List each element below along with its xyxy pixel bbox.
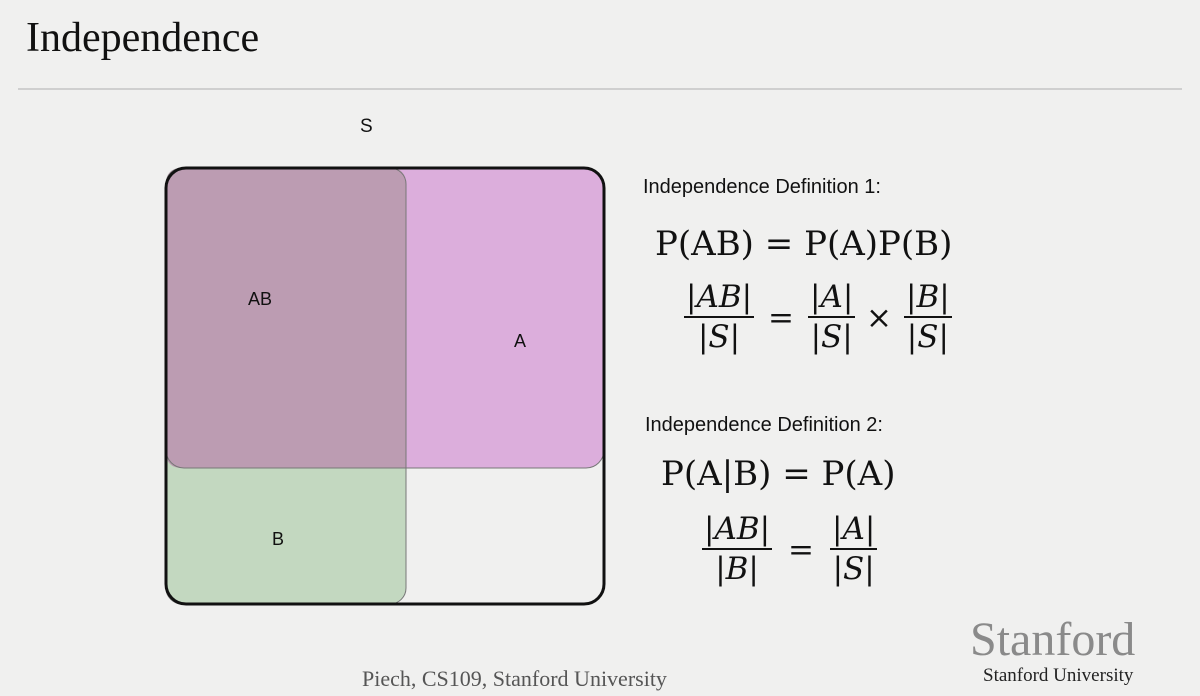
- definition-1-equation: P(AB) = P(A)P(B): [655, 224, 952, 264]
- definition-1-lhs: P(AB): [655, 224, 754, 264]
- fraction-numerator: |AB|: [686, 279, 753, 315]
- fraction-bar: [702, 548, 773, 550]
- definition-1-fraction-b-s: |B| |S|: [904, 278, 952, 356]
- definition-2-heading: Independence Definition 2:: [645, 414, 883, 436]
- definition-1-times: ×: [866, 300, 892, 336]
- definition-2-equals: =: [782, 454, 811, 494]
- fraction-bar: [684, 316, 755, 318]
- region-ab: [166, 168, 406, 468]
- region-a-label: A: [514, 331, 527, 351]
- definition-2-fraction-ab-b: |AB| |B|: [702, 510, 773, 588]
- fraction-denominator: |B|: [715, 551, 759, 587]
- fraction-numerator: |B|: [906, 279, 950, 315]
- stanford-wordmark: Stanford: [970, 613, 1136, 666]
- definition-2-lhs: P(A|B): [661, 454, 772, 494]
- sample-space-outline: [164, 166, 606, 606]
- region-b-label: B: [272, 529, 285, 549]
- stanford-university-label: Stanford University: [983, 665, 1134, 686]
- definition-2-rhs: P(A): [821, 454, 896, 494]
- fraction-denominator: |S|: [697, 319, 741, 355]
- fraction-bar: [904, 316, 952, 318]
- slide-title: Independence: [26, 15, 260, 61]
- definition-1-equals: =: [764, 224, 794, 264]
- definition-1-fraction-a-s: |A| |S|: [808, 278, 856, 356]
- fraction-denominator: |S|: [906, 319, 949, 355]
- title-divider: [18, 88, 1182, 90]
- definition-1-heading: Independence Definition 1:: [643, 176, 881, 198]
- sample-space-label: S: [360, 116, 373, 137]
- fraction-bar: [808, 316, 856, 318]
- fraction-denominator: |S|: [832, 551, 875, 587]
- slide-footer: Piech, CS109, Stanford University: [362, 666, 667, 691]
- fraction-numerator: |A|: [832, 511, 876, 547]
- fraction-numerator: |AB|: [704, 511, 771, 547]
- definition-2-fraction-a-s: |A| |S|: [830, 510, 878, 588]
- fraction-denominator: |S|: [810, 319, 853, 355]
- definition-2-equation: P(A|B) = P(A): [661, 454, 896, 494]
- definition-2-equals-2: =: [788, 532, 814, 568]
- fraction-numerator: |A|: [810, 279, 854, 315]
- region-ab-label: AB: [248, 289, 273, 309]
- definition-1-fraction-ab-s: |AB| |S|: [684, 278, 755, 356]
- fraction-bar: [830, 548, 878, 550]
- definition-1-rhs: P(A)P(B): [804, 224, 953, 264]
- definition-1-equals-2: =: [768, 300, 794, 336]
